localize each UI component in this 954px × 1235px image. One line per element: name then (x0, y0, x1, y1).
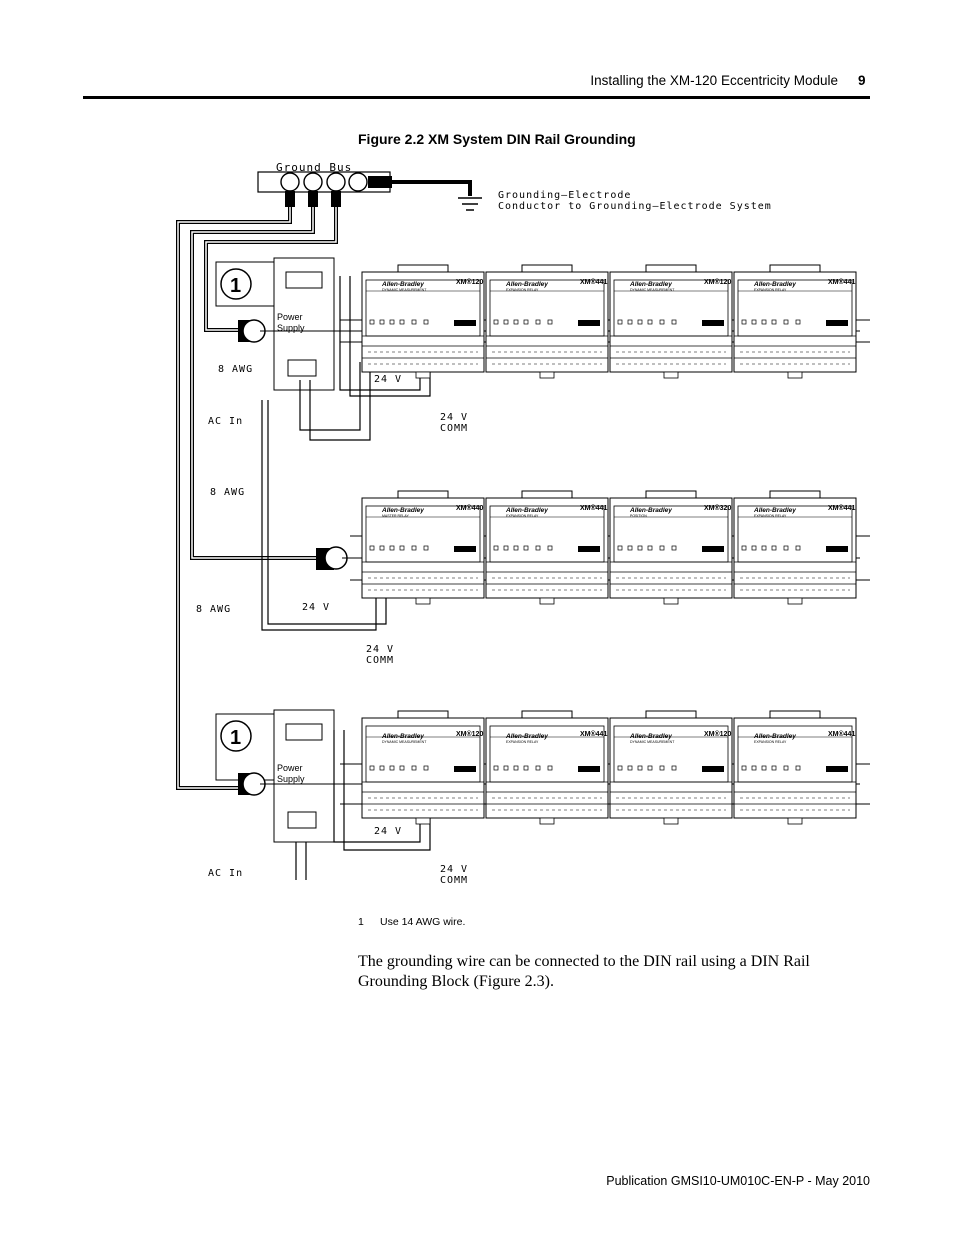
module-brand: Allen-Bradley (629, 281, 672, 288)
running-header: Installing the XM-120 Eccentricity Modul… (590, 73, 838, 88)
module-subtitle: DYNAMIC MEASUREMENT (382, 288, 427, 292)
module-brand: Allen-Bradley (381, 507, 424, 514)
svg-text:Power: Power (277, 763, 303, 773)
svg-text:Supply: Supply (277, 774, 305, 784)
module-brand: Allen-Bradley (753, 507, 796, 514)
module-model: XM®120 (704, 730, 731, 738)
module-model: XM®120 (456, 730, 483, 738)
module-brand: Allen-Bradley (629, 507, 672, 514)
svg-text:COMM: COMM (440, 423, 468, 434)
awg-label: 8 AWG (218, 364, 253, 375)
module-subtitle: DYNAMIC MEASUREMENT (382, 740, 427, 744)
module-model: XM®441 (828, 278, 855, 286)
module-model: XM®120 (456, 278, 483, 286)
module-model: XM®320 (704, 504, 731, 512)
publication-footer: Publication GMSI10-UM010C-EN-P - May 201… (606, 1174, 870, 1188)
svg-text:AC In: AC In (208, 868, 243, 879)
module-brand: Allen-Bradley (753, 733, 796, 740)
footnote-text: Use 14 AWG wire. (380, 916, 466, 928)
svg-text:COMM: COMM (440, 875, 468, 886)
module-subtitle: EXPANSION RELAY (506, 514, 539, 518)
page-number: 9 (858, 73, 866, 88)
svg-text:Supply: Supply (277, 323, 305, 333)
callout-1-bottom: 1 (215, 713, 275, 781)
module-subtitle: EXPANSION RELAY (754, 288, 787, 292)
svg-text:1: 1 (230, 727, 241, 749)
ground-bus-label: Ground Bus (276, 161, 352, 174)
module-model: XM®440 (456, 504, 483, 512)
module-subtitle: MASTER RELAY (382, 514, 409, 518)
svg-text:24 V: 24 V (366, 644, 394, 655)
module-model: XM®441 (580, 504, 607, 512)
svg-text:24 V: 24 V (440, 864, 468, 875)
module-subtitle: EXPANSION RELAY (754, 740, 787, 744)
svg-text:8 AWG: 8 AWG (210, 487, 245, 498)
module-brand: Allen-Bradley (505, 733, 548, 740)
power-supply-label: Power (277, 312, 303, 322)
module-model: XM®441 (828, 504, 855, 512)
module-brand: Allen-Bradley (505, 507, 548, 514)
module-brand: Allen-Bradley (381, 733, 424, 740)
module-subtitle: EXPANSION RELAY (754, 514, 787, 518)
callout-1-top: 1 (215, 261, 275, 307)
module-brand: Allen-Bradley (505, 281, 548, 288)
body-paragraph: The grounding wire can be connected to t… (358, 953, 810, 990)
module-brand: Allen-Bradley (629, 733, 672, 740)
figure-title: Figure 2.2 XM System DIN Rail Grounding (358, 131, 636, 147)
module-subtitle: DYNAMIC MEASUREMENT (630, 288, 675, 292)
conductor-label: Conductor to Grounding—Electrode System (498, 201, 772, 212)
footnote-number: 1 (358, 916, 364, 928)
module-model: XM®441 (580, 730, 607, 738)
svg-text:COMM: COMM (366, 655, 394, 666)
module-subtitle: DYNAMIC MEASUREMENT (630, 740, 675, 744)
svg-text:1: 1 (230, 275, 241, 297)
module-model: XM®441 (828, 730, 855, 738)
module-subtitle: EXPANSION RELAY (506, 740, 539, 744)
svg-text:24 V: 24 V (374, 826, 402, 837)
svg-text:24 V: 24 V (440, 412, 468, 423)
module-model: XM®441 (580, 278, 607, 286)
grounding-electrode-label: Grounding—Electrode (498, 190, 631, 201)
module-subtitle: POSITION (630, 514, 647, 518)
svg-text:24 V: 24 V (302, 602, 330, 613)
module-model: XM®120 (704, 278, 731, 286)
svg-text:AC In: AC In (208, 416, 243, 427)
svg-text:8 AWG: 8 AWG (196, 604, 231, 615)
svg-text:24 V: 24 V (374, 374, 402, 385)
figure-footnote: 1 Use 14 AWG wire. (358, 916, 465, 928)
module-brand: Allen-Bradley (753, 281, 796, 288)
module-brand: Allen-Bradley (381, 281, 424, 288)
module-subtitle: EXPANSION RELAY (506, 288, 539, 292)
header-rule (83, 96, 870, 99)
